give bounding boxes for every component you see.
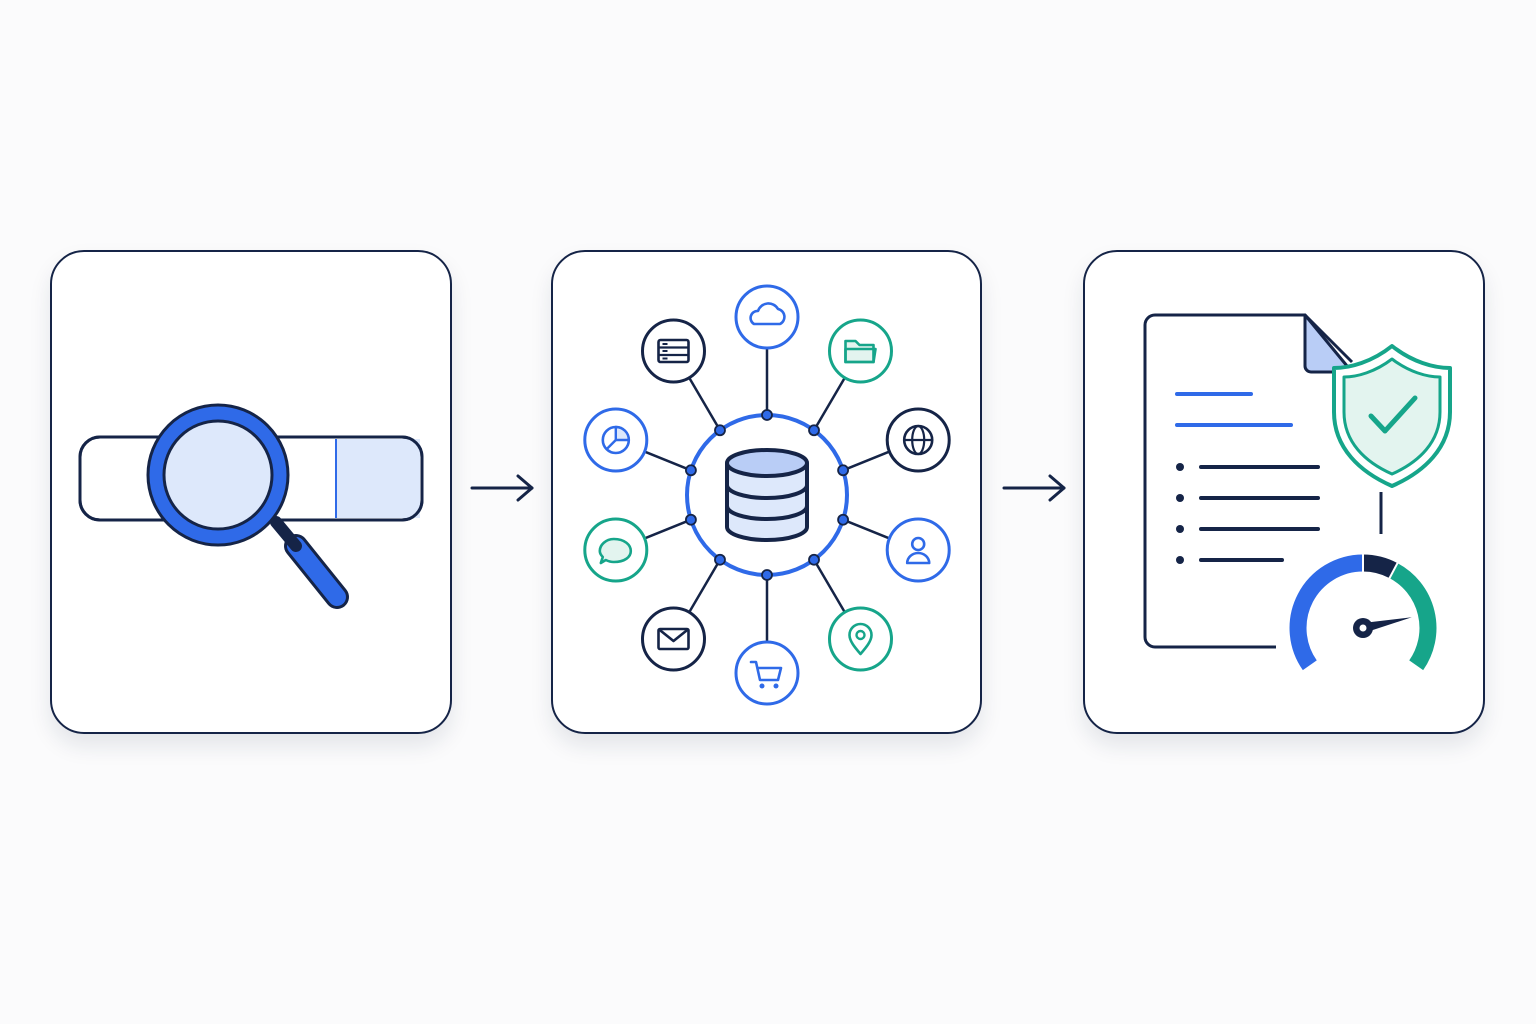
- connection-dot: [808, 424, 820, 437]
- user-icon: [885, 517, 951, 583]
- arrow-right-icon: [470, 474, 534, 502]
- hub-connection-line: [644, 518, 692, 540]
- server-icon: [641, 318, 706, 384]
- gauge-segment: [1362, 554, 1398, 579]
- pie-chart-icon: [583, 407, 649, 473]
- connection-dot: [685, 513, 697, 526]
- shield-check-icon: [1332, 344, 1452, 488]
- connection-dot: [837, 513, 849, 526]
- connection-dot: [685, 464, 697, 477]
- folder-icon: [828, 318, 893, 384]
- gauge-needle: [1361, 617, 1412, 633]
- list-bullet: [1176, 525, 1184, 533]
- document-list: [1176, 463, 1320, 564]
- connection-dot: [761, 409, 773, 421]
- connection-dot: [837, 464, 849, 477]
- hub-connection-dots: [685, 409, 849, 581]
- hub-connection-line: [812, 559, 846, 613]
- chat-bubble-icon: [583, 517, 649, 583]
- hub-connection-line: [688, 559, 722, 613]
- mail-icon: [641, 606, 706, 672]
- cloud-icon: [734, 284, 800, 350]
- database-icon: [725, 448, 809, 542]
- globe-icon: [885, 407, 951, 473]
- list-bullet: [1176, 463, 1184, 471]
- connection-dot: [761, 569, 773, 581]
- hub-sources: [583, 284, 951, 706]
- magnifier-icon: [146, 403, 349, 609]
- connection-dot: [714, 424, 726, 437]
- gauge-segment: [1389, 563, 1437, 671]
- document-icon: [1143, 313, 1354, 649]
- list-bullet: [1176, 556, 1184, 564]
- hub-connections: [644, 348, 890, 642]
- connection-dot: [808, 553, 820, 566]
- hub-connection-line: [842, 450, 890, 472]
- hub-connection-line: [688, 377, 722, 431]
- gauge-icon: [1289, 553, 1437, 671]
- shopping-cart-icon: [734, 640, 800, 706]
- hub-connection-line: [812, 377, 846, 431]
- list-bullet: [1176, 494, 1184, 502]
- location-pin-icon: [828, 606, 893, 672]
- hub-connection-line: [842, 518, 890, 540]
- arrow-right-icon: [1002, 474, 1066, 502]
- hub-connection-line: [644, 450, 692, 472]
- connection-dot: [714, 553, 726, 566]
- gauge-segment: [1289, 554, 1364, 671]
